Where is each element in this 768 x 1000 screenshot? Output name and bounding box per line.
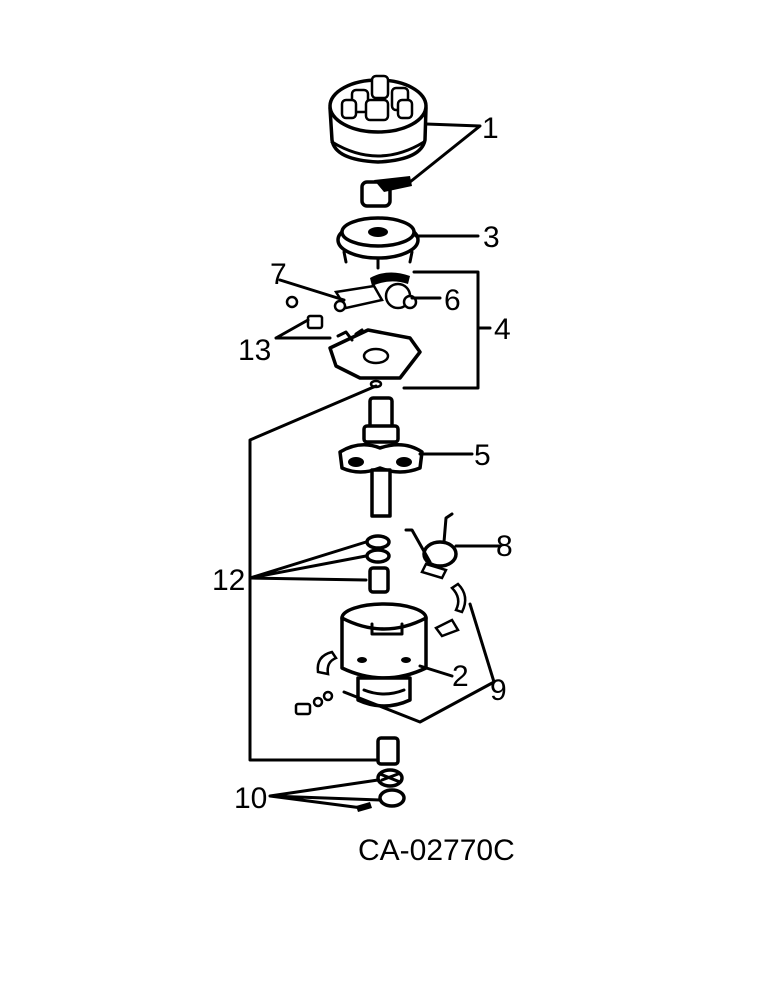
callout-8: 8	[496, 530, 513, 563]
callout-3: 3	[483, 221, 500, 254]
distributor-cap	[328, 74, 428, 164]
callout-7: 7	[270, 258, 287, 291]
callout-9: 9	[490, 674, 507, 707]
figure-code: CA-02770C	[358, 834, 515, 867]
callout-1: 1	[482, 112, 499, 145]
callout-labels: 1 3 7 6 4 13 5 8 12 2 9 10	[212, 112, 513, 815]
callout-2: 2	[452, 660, 469, 693]
leader-lines	[248, 122, 502, 810]
contact-set-assembly	[285, 272, 422, 389]
callout-12: 12	[212, 564, 245, 597]
callout-4: 4	[494, 313, 511, 346]
callout-6: 6	[444, 284, 461, 317]
drive-gear-parts	[356, 736, 406, 812]
callout-13: 13	[238, 334, 271, 367]
callout-5: 5	[474, 439, 491, 472]
distributor-housing	[294, 582, 467, 716]
breaker-plate	[336, 216, 420, 270]
pickup-module	[404, 512, 458, 580]
rotor	[360, 176, 412, 208]
callout-10: 10	[234, 782, 267, 815]
washers-and-spacers	[365, 534, 391, 594]
shaft-assembly	[338, 396, 424, 518]
